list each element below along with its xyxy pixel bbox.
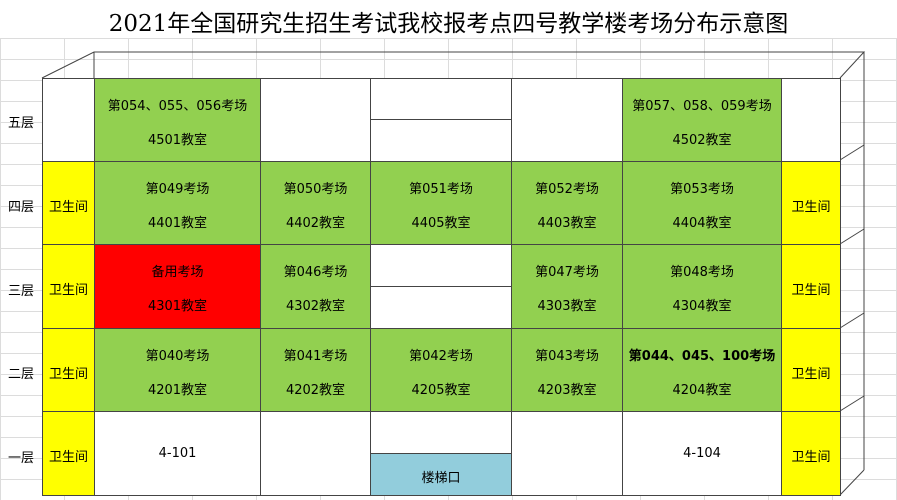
room-label: 4203教室 bbox=[537, 383, 597, 398]
restroom-label: 卫生间 bbox=[791, 450, 831, 465]
floor-label-1: 一层 bbox=[7, 451, 34, 466]
room-label: 4401教室 bbox=[147, 216, 208, 231]
restroom: 卫生间 bbox=[42, 161, 95, 245]
empty-cell bbox=[370, 286, 512, 329]
room-label: 4402教室 bbox=[285, 216, 346, 231]
restroom-label: 卫生间 bbox=[48, 200, 88, 215]
exam-label: 第053考场 bbox=[670, 182, 734, 197]
room-label: 4403教室 bbox=[537, 216, 597, 231]
reserve-exam-room: 备用考场 4301教室 bbox=[94, 244, 261, 329]
room-cell: 4-101 bbox=[94, 411, 261, 496]
empty-cell bbox=[370, 411, 512, 454]
exam-label: 第048考场 bbox=[670, 265, 734, 280]
floor-label-5: 五层 bbox=[7, 116, 34, 131]
room-label: 4-101 bbox=[158, 446, 197, 461]
room-label: 4502教室 bbox=[672, 133, 732, 148]
empty-cell bbox=[511, 411, 623, 496]
room-label: 4303教室 bbox=[537, 299, 597, 314]
page-title: 2021年全国研究生招生考试我校报考点四号教学楼考场分布示意图 bbox=[108, 11, 789, 37]
room-label: 4301教室 bbox=[147, 299, 208, 314]
exam-label: 第043考场 bbox=[535, 349, 599, 364]
empty-cell bbox=[370, 78, 512, 120]
room-label: 4202教室 bbox=[285, 383, 346, 398]
exam-room: 第041考场 4202教室 bbox=[260, 328, 371, 412]
exam-room: 第050考场 4402教室 bbox=[260, 161, 371, 245]
room-cell: 4-104 bbox=[622, 411, 782, 496]
restroom: 卫生间 bbox=[42, 411, 95, 496]
empty-cell bbox=[781, 78, 841, 162]
room-label: 4204教室 bbox=[672, 383, 732, 398]
restroom: 卫生间 bbox=[781, 328, 841, 412]
restroom-label: 卫生间 bbox=[791, 367, 831, 382]
restroom-label: 卫生间 bbox=[791, 200, 831, 215]
exam-room: 第048考场 4304教室 bbox=[622, 244, 782, 329]
floor-label-2: 二层 bbox=[7, 367, 34, 382]
restroom: 卫生间 bbox=[42, 244, 95, 329]
exam-label: 第054、055、056考场 bbox=[107, 99, 248, 114]
exam-room: 第057、058、059考场 4502教室 bbox=[622, 78, 782, 162]
exam-label: 第052考场 bbox=[535, 182, 599, 197]
restroom-label: 卫生间 bbox=[791, 283, 831, 298]
restroom: 卫生间 bbox=[781, 411, 841, 496]
room-label: 4304教室 bbox=[672, 299, 732, 314]
exam-room: 第040考场 4201教室 bbox=[94, 328, 261, 412]
exam-room: 第052考场 4403教室 bbox=[511, 161, 623, 245]
empty-cell bbox=[370, 244, 512, 287]
room-label: 4405教室 bbox=[411, 216, 471, 231]
exam-room: 第042考场 4205教室 bbox=[370, 328, 512, 412]
room-label: 4404教室 bbox=[672, 216, 732, 231]
restroom: 卫生间 bbox=[42, 328, 95, 412]
empty-cell bbox=[260, 411, 371, 496]
exam-room: 第054、055、056考场 4501教室 bbox=[94, 78, 261, 162]
exam-label: 第049考场 bbox=[145, 182, 210, 197]
floor-label-3: 三层 bbox=[7, 284, 34, 299]
stairs-cell: 楼梯口 bbox=[370, 453, 512, 496]
room-label: 4501教室 bbox=[147, 133, 208, 148]
exam-room: 第043考场 4203教室 bbox=[511, 328, 623, 412]
exam-label: 第051考场 bbox=[409, 182, 473, 197]
exam-label: 备用考场 bbox=[151, 265, 204, 280]
exam-room: 第046考场 4302教室 bbox=[260, 244, 371, 329]
exam-room: 第049考场 4401教室 bbox=[94, 161, 261, 245]
restroom: 卫生间 bbox=[781, 244, 841, 329]
room-label: 4302教室 bbox=[285, 299, 346, 314]
exam-room: 第047考场 4303教室 bbox=[511, 244, 623, 329]
exam-room: 第044、045、100考场 4204教室 bbox=[622, 328, 782, 412]
restroom-label: 卫生间 bbox=[48, 283, 88, 298]
room-label: 4205教室 bbox=[411, 383, 471, 398]
empty-cell bbox=[511, 78, 623, 162]
exam-label: 第041考场 bbox=[283, 349, 348, 364]
exam-label: 第044、045、100考场 bbox=[628, 349, 776, 364]
restroom: 卫生间 bbox=[781, 161, 841, 245]
exam-label: 第046考场 bbox=[283, 265, 348, 280]
exam-label: 第050考场 bbox=[283, 182, 348, 197]
exam-label: 第047考场 bbox=[535, 265, 599, 280]
stairs-label: 楼梯口 bbox=[421, 471, 461, 486]
exam-label: 第040考场 bbox=[145, 349, 210, 364]
exam-room: 第053考场 4404教室 bbox=[622, 161, 782, 245]
exam-room: 第051考场 4405教室 bbox=[370, 161, 512, 245]
restroom-label: 卫生间 bbox=[48, 367, 88, 382]
restroom-label: 卫生间 bbox=[48, 450, 88, 465]
room-label: 4-104 bbox=[683, 446, 721, 461]
exam-label: 第042考场 bbox=[409, 349, 473, 364]
empty-cell bbox=[42, 78, 95, 162]
empty-cell bbox=[260, 78, 371, 162]
room-label: 4201教室 bbox=[147, 383, 208, 398]
floor-label-4: 四层 bbox=[7, 200, 34, 215]
exam-label: 第057、058、059考场 bbox=[632, 99, 772, 114]
empty-cell bbox=[370, 119, 512, 162]
